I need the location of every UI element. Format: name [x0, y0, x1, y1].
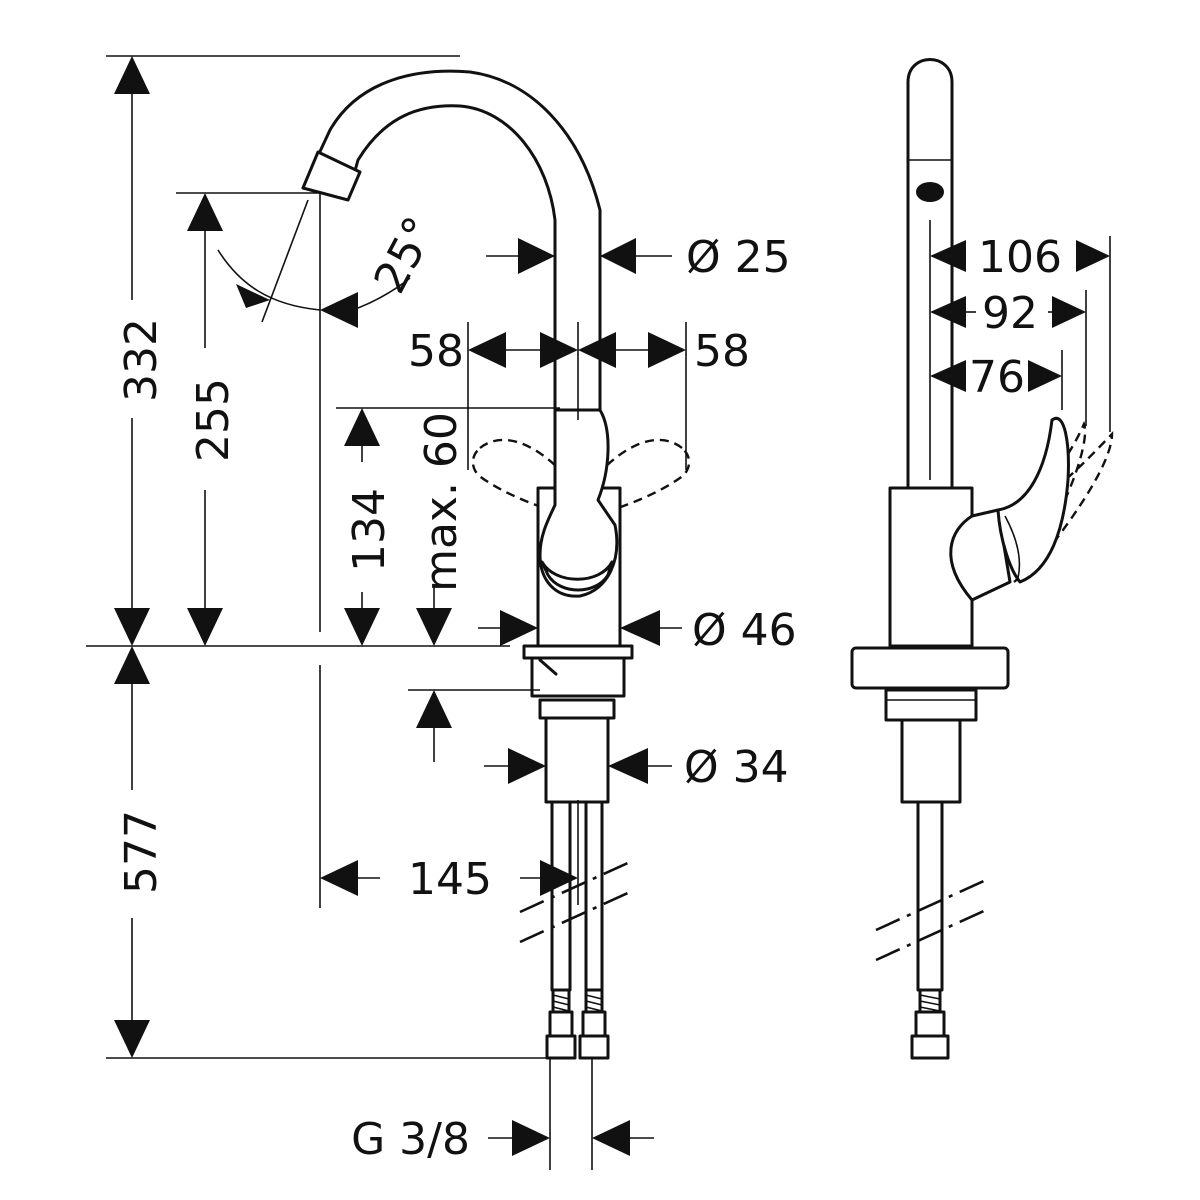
side-base-plate	[850, 646, 1010, 690]
side-hose	[916, 800, 944, 992]
dim-side-depth-92: 92	[982, 288, 1038, 339]
hose-break-line	[519, 860, 631, 944]
threaded-collar	[538, 698, 616, 720]
dim-swing-right: 58	[694, 326, 750, 377]
hose-connector-right	[578, 988, 610, 1060]
dim-spout-angle: 25°	[364, 209, 446, 302]
side-collar	[884, 688, 978, 722]
dim-total-height: 332	[116, 318, 167, 402]
mounting-shank	[544, 716, 610, 804]
spout-aerator	[301, 150, 362, 202]
dim-side-depth-76: 76	[969, 352, 1025, 403]
dim-spout-height: 255	[188, 378, 239, 462]
dim-body-diameter: Ø 46	[692, 605, 797, 656]
front-view	[301, 69, 691, 1060]
supply-hose-right	[584, 800, 604, 992]
side-hose-connector	[910, 988, 950, 1060]
front-view-dimensions: 332 577 255 134 max. 60 25°	[86, 55, 797, 1170]
dim-swing-left: 58	[408, 326, 464, 377]
dim-below-counter: 577	[116, 810, 167, 894]
dim-shank-diameter: Ø 34	[684, 742, 789, 793]
mixer-handle	[538, 408, 619, 598]
dim-side-depth-106: 106	[978, 232, 1062, 283]
side-view-dimensions: 106 92 76	[929, 220, 1111, 480]
dim-handle-height: 134	[344, 488, 395, 572]
side-handle	[996, 416, 1070, 584]
base-notch	[538, 658, 558, 676]
base-plate	[522, 644, 634, 660]
side-handle-neck	[949, 508, 1012, 602]
supply-hose-left	[550, 800, 572, 992]
side-break-line	[875, 878, 987, 962]
side-view	[850, 58, 1114, 1060]
hose-connector-left	[545, 988, 577, 1060]
dim-connection-thread: G 3/8	[351, 1114, 470, 1165]
dim-handle-clearance: max. 60	[416, 412, 467, 592]
handle-base-ring	[540, 560, 614, 592]
side-aerator	[916, 182, 944, 202]
spout	[301, 69, 602, 412]
dim-spout-diameter: Ø 25	[686, 232, 791, 283]
dim-spout-reach: 145	[408, 854, 492, 905]
base-lower	[530, 656, 626, 698]
side-shank	[900, 718, 962, 804]
